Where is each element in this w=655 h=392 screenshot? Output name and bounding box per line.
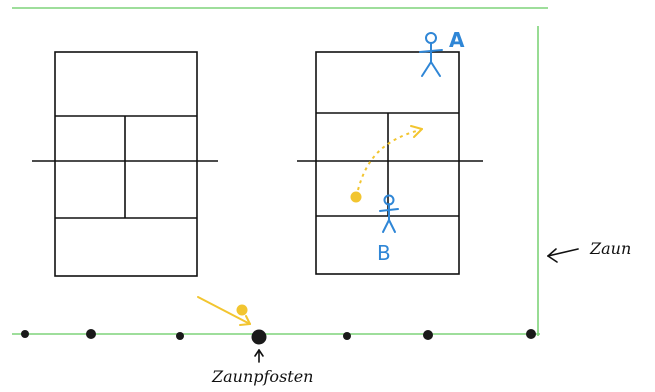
ball-trajectory-arrowhead-icon <box>410 125 423 138</box>
fence-post-icon <box>343 332 351 340</box>
court-right-outline <box>315 51 460 275</box>
fence-post-icon <box>423 330 433 340</box>
fence-ball-icon <box>236 304 248 316</box>
fence-post-icon <box>176 332 184 340</box>
court-left-outline <box>54 51 198 277</box>
fence-posts <box>21 329 536 345</box>
fence-label: Zaun <box>589 239 631 258</box>
fence-label-arrow-icon <box>547 248 579 263</box>
fence-post-icon <box>251 329 267 345</box>
fence-post-arrow-icon <box>254 349 264 363</box>
court-left <box>32 51 218 277</box>
fence-ball-arrow <box>197 296 251 326</box>
fence-post-icon <box>21 330 29 338</box>
player-b-figure <box>379 194 399 233</box>
fence-post-icon <box>526 329 536 339</box>
fence <box>12 7 548 336</box>
fence-posts-label: Zaunpfosten <box>211 367 313 386</box>
player-a-label: A <box>449 28 465 52</box>
ball-icon <box>350 191 362 203</box>
player-b-label: B <box>377 241 391 265</box>
court-right <box>297 51 483 275</box>
fence-post-icon <box>86 329 96 339</box>
player-a-figure <box>419 32 443 77</box>
ball-trajectory <box>357 129 421 191</box>
